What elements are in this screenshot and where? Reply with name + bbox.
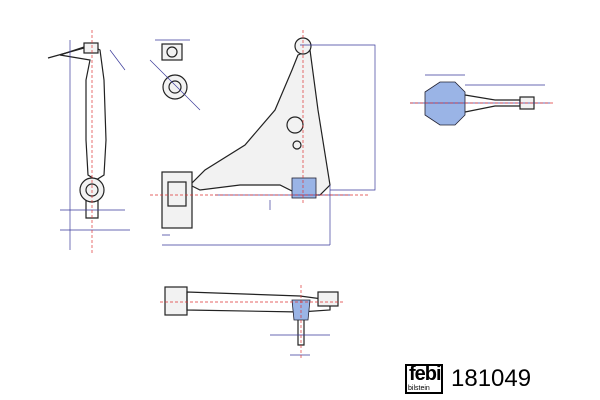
side-view: [47, 30, 130, 255]
febi-bilstein-logo: febi bilstein: [405, 363, 443, 394]
logo-subtext: bilstein: [408, 385, 430, 392]
logo-text: febi: [409, 363, 442, 385]
nut-and-bushing: [149, 39, 201, 111]
part-number: 181049: [451, 365, 532, 392]
top-view: [150, 30, 376, 246]
ball-joint-view: [410, 74, 555, 126]
bottom-view: [160, 285, 345, 360]
